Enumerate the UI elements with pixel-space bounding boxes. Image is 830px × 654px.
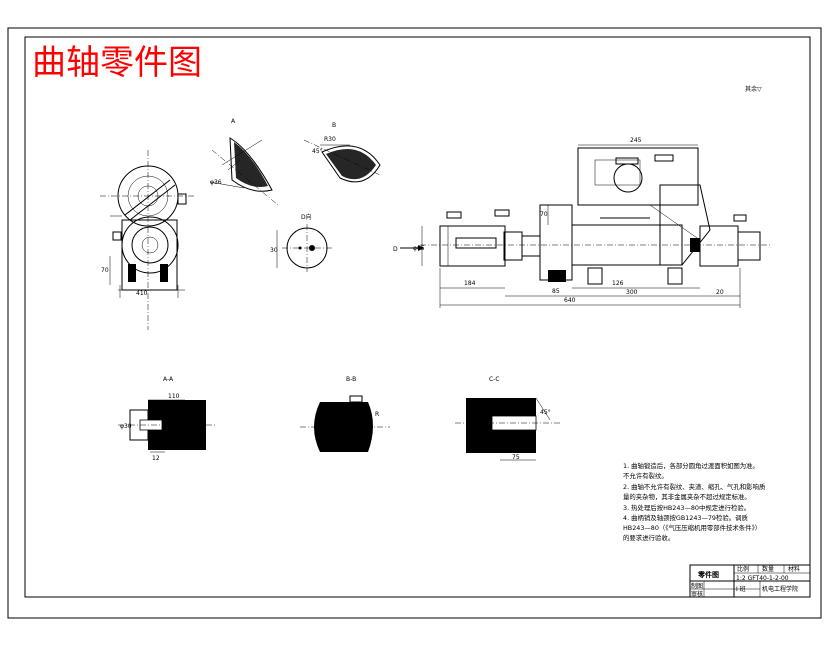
svg-text:HB243—80（《气压压缩机用零部件技术条件》）: HB243—80（《气压压缩机用零部件技术条件》） <box>623 523 761 532</box>
main-view: D 245 1 <box>393 137 770 308</box>
svg-text:4. 曲柄销及轴颈按GB1243—79检验。调质: 4. 曲柄销及轴颈按GB1243—79检验。调质 <box>623 513 749 522</box>
view-d-label: D向 <box>301 213 312 221</box>
dim-20: 20 <box>716 289 724 296</box>
svg-text:审核: 审核 <box>691 590 703 598</box>
svg-text:不允许有裂纹。: 不允许有裂纹。 <box>623 471 668 480</box>
svg-text:45°: 45° <box>312 148 323 155</box>
svg-text:制图: 制图 <box>691 582 703 590</box>
school-name: 机电工程学院 <box>762 585 798 593</box>
svg-text:Ⅰ 班: Ⅰ 班 <box>736 585 746 593</box>
dim-75: 75 <box>512 454 520 461</box>
section-bb-label: B-B <box>346 376 356 383</box>
view-b-label: B <box>332 122 336 129</box>
dim-85: 85 <box>552 288 560 295</box>
drawing-title: 曲轴零件图 <box>32 43 202 83</box>
dim-300: 300 <box>626 289 638 296</box>
svg-text:材料: 材料 <box>788 565 800 573</box>
section-cc: C-C 45° 75 <box>455 376 560 461</box>
section-cc-label: C-C <box>489 376 500 383</box>
svg-text:数量: 数量 <box>762 565 774 573</box>
svg-text:12: 12 <box>152 455 160 462</box>
section-bb: B-B R <box>300 376 390 452</box>
dim-126: 126 <box>612 280 624 287</box>
view-b: B R30 45° <box>303 122 381 183</box>
drawing-number: 1:2 GFT40-1-2-00 <box>736 575 789 582</box>
view-a: A φ36 <box>209 118 279 206</box>
svg-text:30: 30 <box>270 247 278 254</box>
svg-text:φ30: φ30 <box>120 423 132 430</box>
view-d: D向 30 <box>270 213 332 272</box>
view-a-label: A <box>231 118 236 125</box>
dim-245: 245 <box>630 137 642 144</box>
svg-text:1. 曲轴锻造后，各部分圆角过渡面积如图为准。: 1. 曲轴锻造后，各部分圆角过渡面积如图为准。 <box>623 461 759 470</box>
svg-text:R30: R30 <box>324 136 336 143</box>
svg-text:量的夹杂物，其非金属夹杂不超过规定标准。: 量的夹杂物，其非金属夹杂不超过规定标准。 <box>623 492 751 501</box>
title-block: 零件图 比例 数量 材料 1:2 GFT40-1-2-00 制图 审核 Ⅰ 班 … <box>689 564 811 598</box>
dim-110: 110 <box>168 393 180 400</box>
d-arrow-label: D <box>393 246 398 253</box>
svg-text:3. 热处理后按HB243—80中规定进行检验。: 3. 热处理后按HB243—80中规定进行检验。 <box>623 503 750 512</box>
svg-text:R: R <box>375 411 379 418</box>
side-width-dim: 410 <box>136 290 148 297</box>
side-view: 410 70 <box>100 150 196 330</box>
svg-text:的要求进行验收。: 的要求进行验收。 <box>623 533 674 542</box>
svg-text:比例: 比例 <box>737 565 749 573</box>
dim-640: 640 <box>564 297 576 304</box>
title-block-part: 零件图 <box>697 570 719 579</box>
svg-text:45°: 45° <box>540 409 551 416</box>
svg-text:70: 70 <box>540 211 548 218</box>
dim-184: 184 <box>464 280 476 287</box>
outer-border <box>7 27 822 619</box>
roughness-symbol: 其余▽ <box>745 85 762 93</box>
svg-text:φ65: φ65 <box>413 245 425 252</box>
inner-border <box>24 36 811 598</box>
svg-text:70: 70 <box>101 267 109 274</box>
technical-notes: 1. 曲轴锻造后，各部分圆角过渡面积如图为准。 不允许有裂纹。 2. 曲轴不允许… <box>623 461 766 542</box>
svg-text:φ36: φ36 <box>210 179 222 186</box>
section-aa: A-A 110 φ30 12 <box>118 376 215 462</box>
section-aa-label: A-A <box>163 376 174 383</box>
svg-text:2. 曲轴不允许有裂纹、夹渣、缩孔、气孔和影响质: 2. 曲轴不允许有裂纹、夹渣、缩孔、气孔和影响质 <box>623 482 766 491</box>
